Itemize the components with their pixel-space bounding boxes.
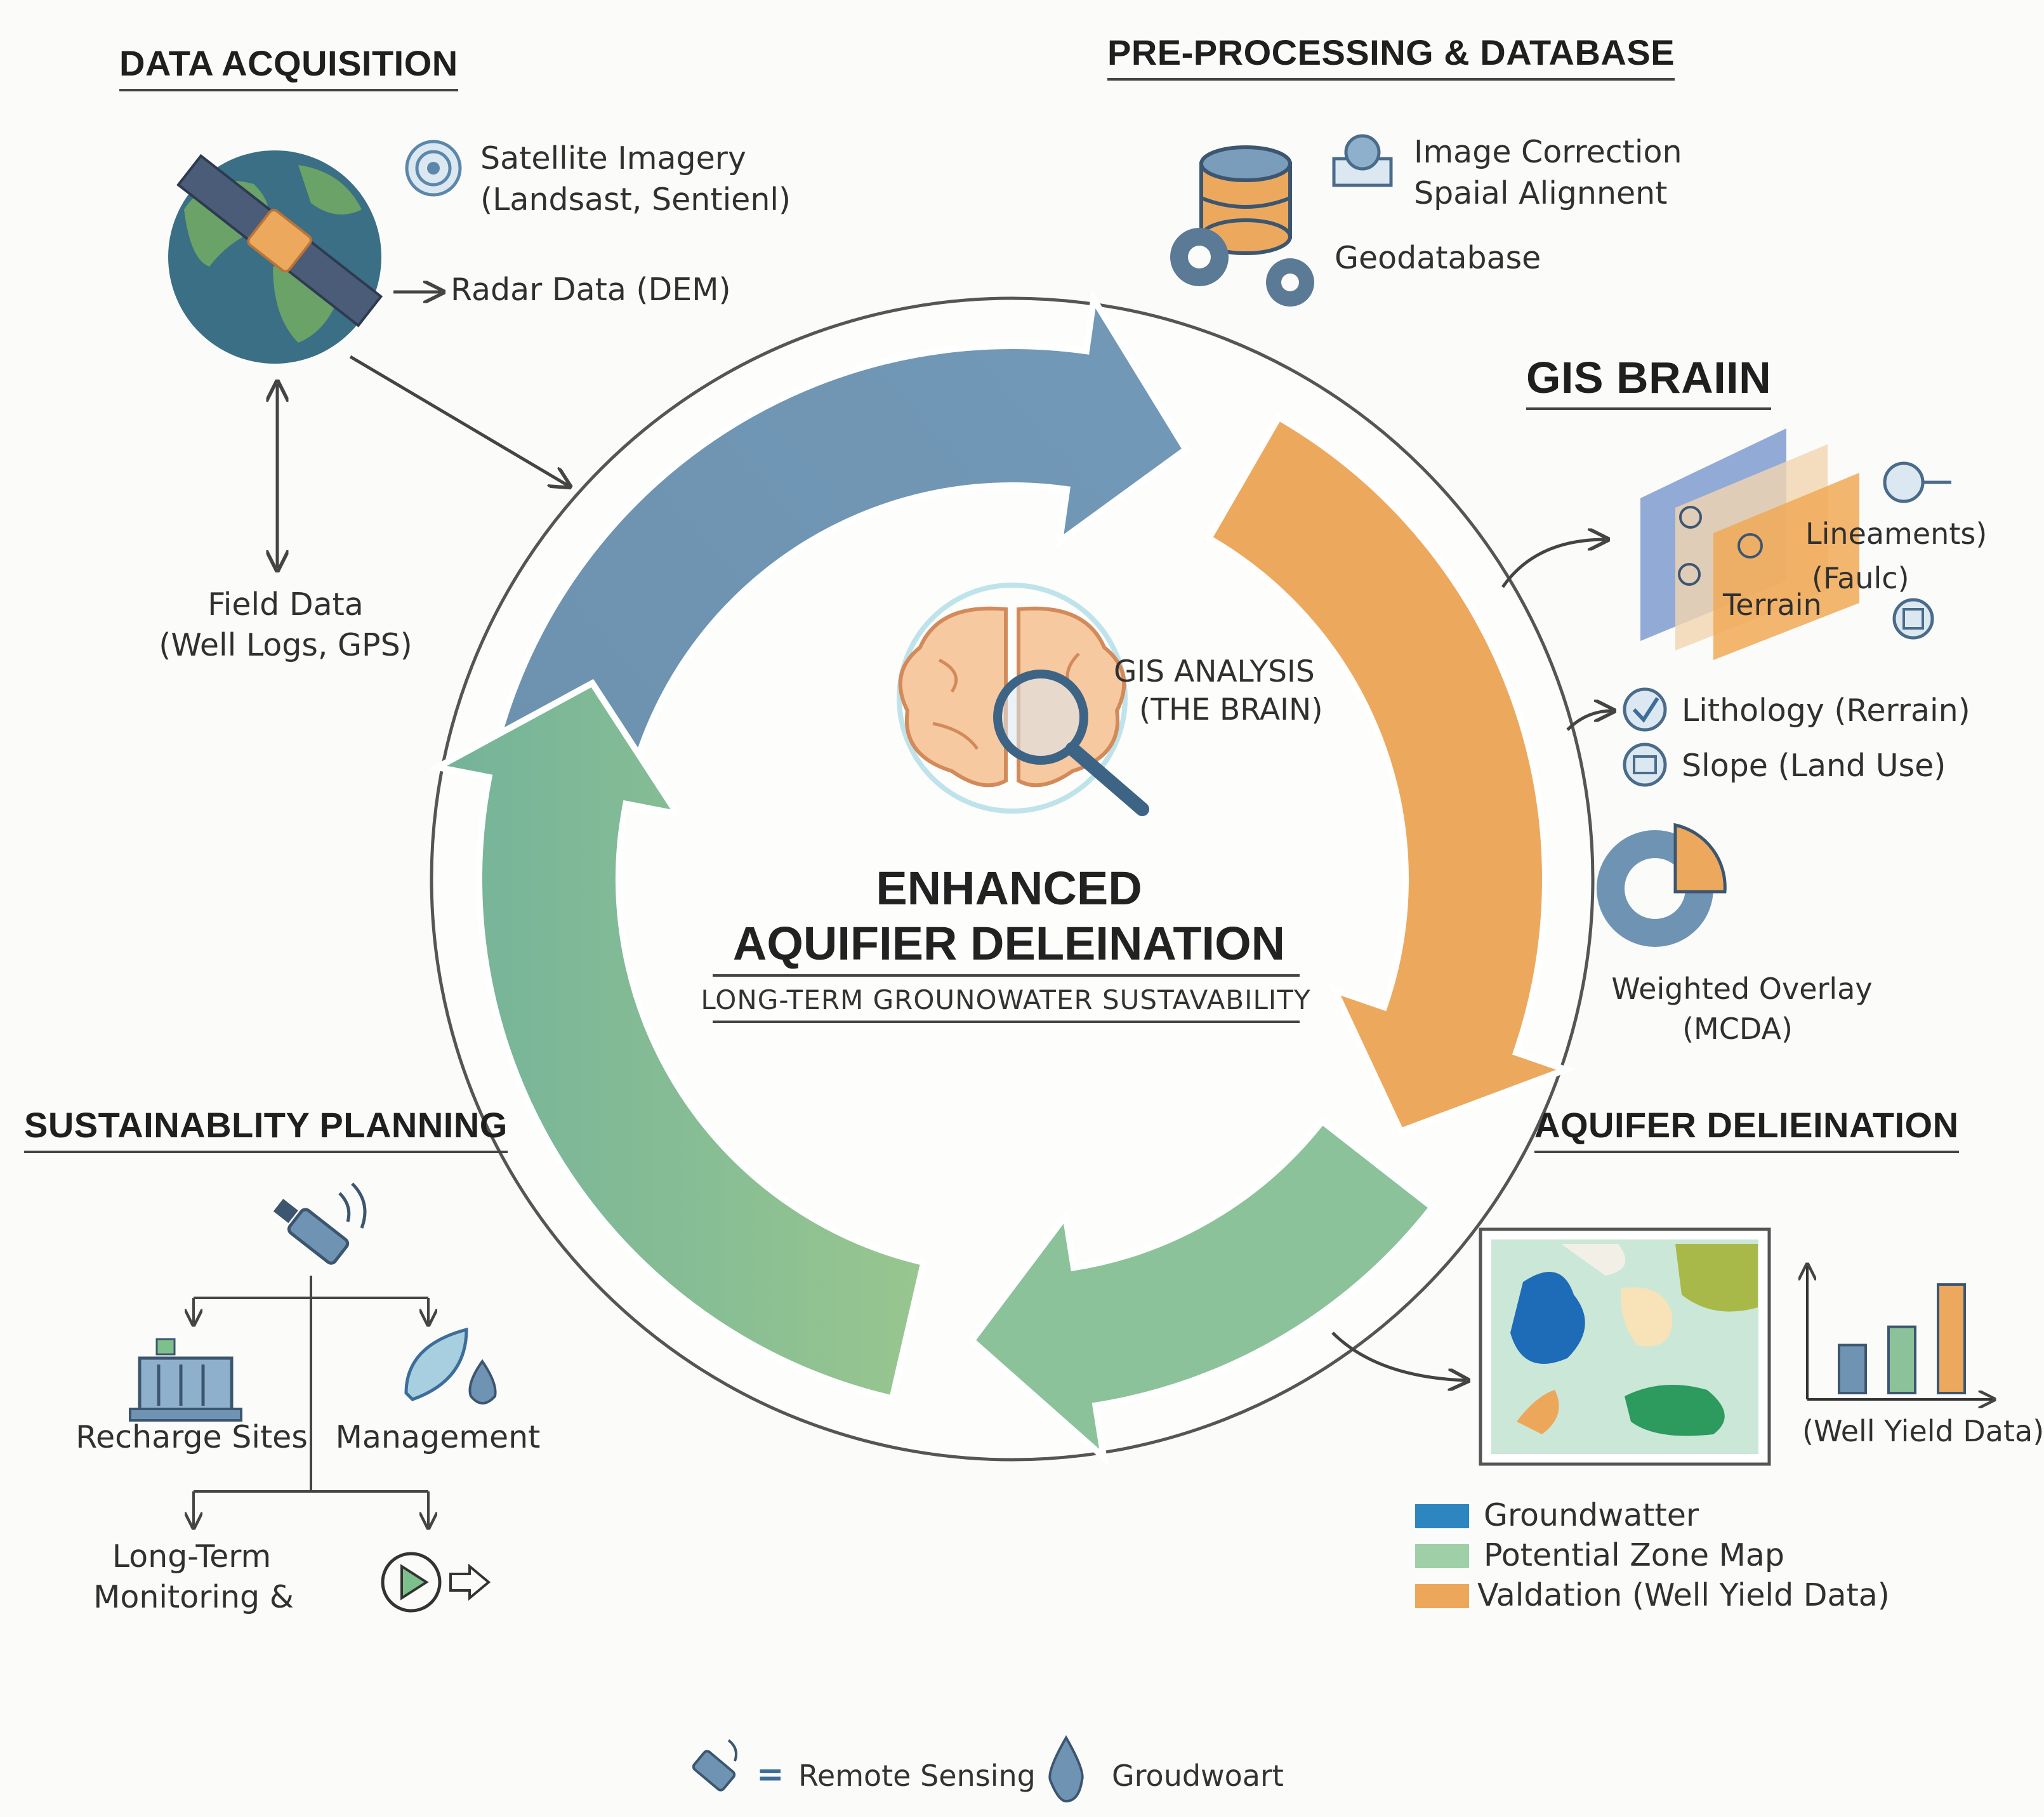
remote-sensor-icon xyxy=(273,1182,367,1265)
monitoring-label: Monitoring & xyxy=(93,1579,294,1615)
remote-sensing-legend-icon xyxy=(692,1739,737,1792)
legend-label-validation: Valdation (Well Yield Data) xyxy=(1477,1577,1890,1613)
field-sources-label: (Well Logs, GPS) xyxy=(159,627,412,663)
section-title-data-acquisition: DATA ACQUISITION xyxy=(119,46,458,91)
footer-equals: = xyxy=(756,1755,784,1794)
main-title-line2: AQUIFIER DELEINATION xyxy=(732,917,1286,970)
gis-layers-icon xyxy=(1640,428,1859,660)
gis-analysis-label: GIS ANALYSIS xyxy=(1114,654,1315,689)
section-title-aquifer: AQUIFER DELIEINATION xyxy=(1534,1107,1959,1153)
image-correction-icon xyxy=(1332,134,1393,187)
cycle-arrow-green-right xyxy=(967,1116,1437,1466)
lineament-icon xyxy=(1883,461,1951,503)
management-label: Management xyxy=(335,1419,541,1455)
slope-label: Slope (Land Use) xyxy=(1682,748,1946,784)
well-yield-label: (Well Yield Data) xyxy=(1802,1414,2044,1448)
main-title-line1: ENHANCED xyxy=(876,862,1142,915)
aquifer-zone-map xyxy=(1479,1227,1771,1466)
mini-chart-bar xyxy=(1887,1325,1916,1395)
database-gears-icon xyxy=(1170,145,1314,307)
weighted-overlay-donut-icon xyxy=(1597,823,1727,947)
legend-label-potential-zone: Potential Zone Map xyxy=(1484,1537,1784,1573)
mini-chart-bar xyxy=(1838,1344,1867,1394)
spatial-alignment-label: Spaial Alignnent xyxy=(1414,175,1668,211)
footer-groundwater-label: Groudwoart xyxy=(1112,1759,1284,1793)
satellite-sources-label: (Landsast, Sentienl) xyxy=(480,182,791,218)
water-drop-legend-icon xyxy=(1048,1734,1084,1803)
section-title-gis-brain: GIS BRAIIN xyxy=(1526,355,1772,410)
leaf-water-drop-icon xyxy=(404,1327,497,1404)
mcda-label: (MCDA) xyxy=(1682,1012,1793,1046)
slope-map-icon xyxy=(1623,743,1667,787)
recharge-sites-label: Recharge Sites xyxy=(76,1419,308,1455)
terrain-label: Terrain xyxy=(1723,588,1822,622)
field-data-label: Field Data xyxy=(208,586,364,623)
footer-remote-sensing-label: Remote Sensing xyxy=(798,1759,1036,1793)
cycle-arrow-green-bottom xyxy=(428,678,928,1403)
lithology-check-icon xyxy=(1623,687,1667,732)
globe-satellite-icon xyxy=(168,150,383,364)
geodatabase-label: Geodatabase xyxy=(1335,240,1541,276)
mini-chart-bar xyxy=(1937,1283,1966,1394)
lineaments-label: Lineaments) xyxy=(1805,517,1988,551)
legend-swatch-validation xyxy=(1415,1584,1469,1608)
section-title-preprocessing: PRE-PROCESSING & DATABASE xyxy=(1107,35,1675,81)
main-subtitle: LONG-TERM GROUNOWATER SUSTAVABILITY xyxy=(701,984,1311,1015)
satellite-dish-icon xyxy=(405,140,462,197)
satellite-imagery-label: Satellite Imagery xyxy=(480,140,746,176)
section-title-sustainability: SUSTAINABLITY PLANNING xyxy=(24,1107,508,1153)
radar-data-label: Radar Data (DEM) xyxy=(451,272,731,308)
cycle-arrow-orange xyxy=(1204,413,1576,1135)
brain-magnifier-icon xyxy=(897,583,1149,816)
legend-label-groundwater: Groundwatter xyxy=(1484,1497,1699,1533)
the-brain-label: (THE BRAIN) xyxy=(1139,692,1323,727)
terrain-icon xyxy=(1892,598,1934,640)
weighted-overlay-label: Weighted Overlay xyxy=(1611,972,1873,1006)
recharge-site-icon xyxy=(129,1338,242,1422)
long-term-label: Long-Term xyxy=(112,1538,272,1575)
well-yield-mini-chart xyxy=(1807,1266,1993,1399)
monitoring-play-icon xyxy=(381,1552,491,1613)
fault-label: (Faulc) xyxy=(1812,561,1909,595)
image-correction-label: Image Correction xyxy=(1414,134,1682,170)
legend-swatch-potential-zone xyxy=(1415,1544,1469,1568)
legend-swatch-groundwater xyxy=(1415,1504,1469,1528)
lithology-label: Lithology (Rerrain) xyxy=(1682,692,1970,729)
cycle-arrows xyxy=(428,289,1576,1466)
